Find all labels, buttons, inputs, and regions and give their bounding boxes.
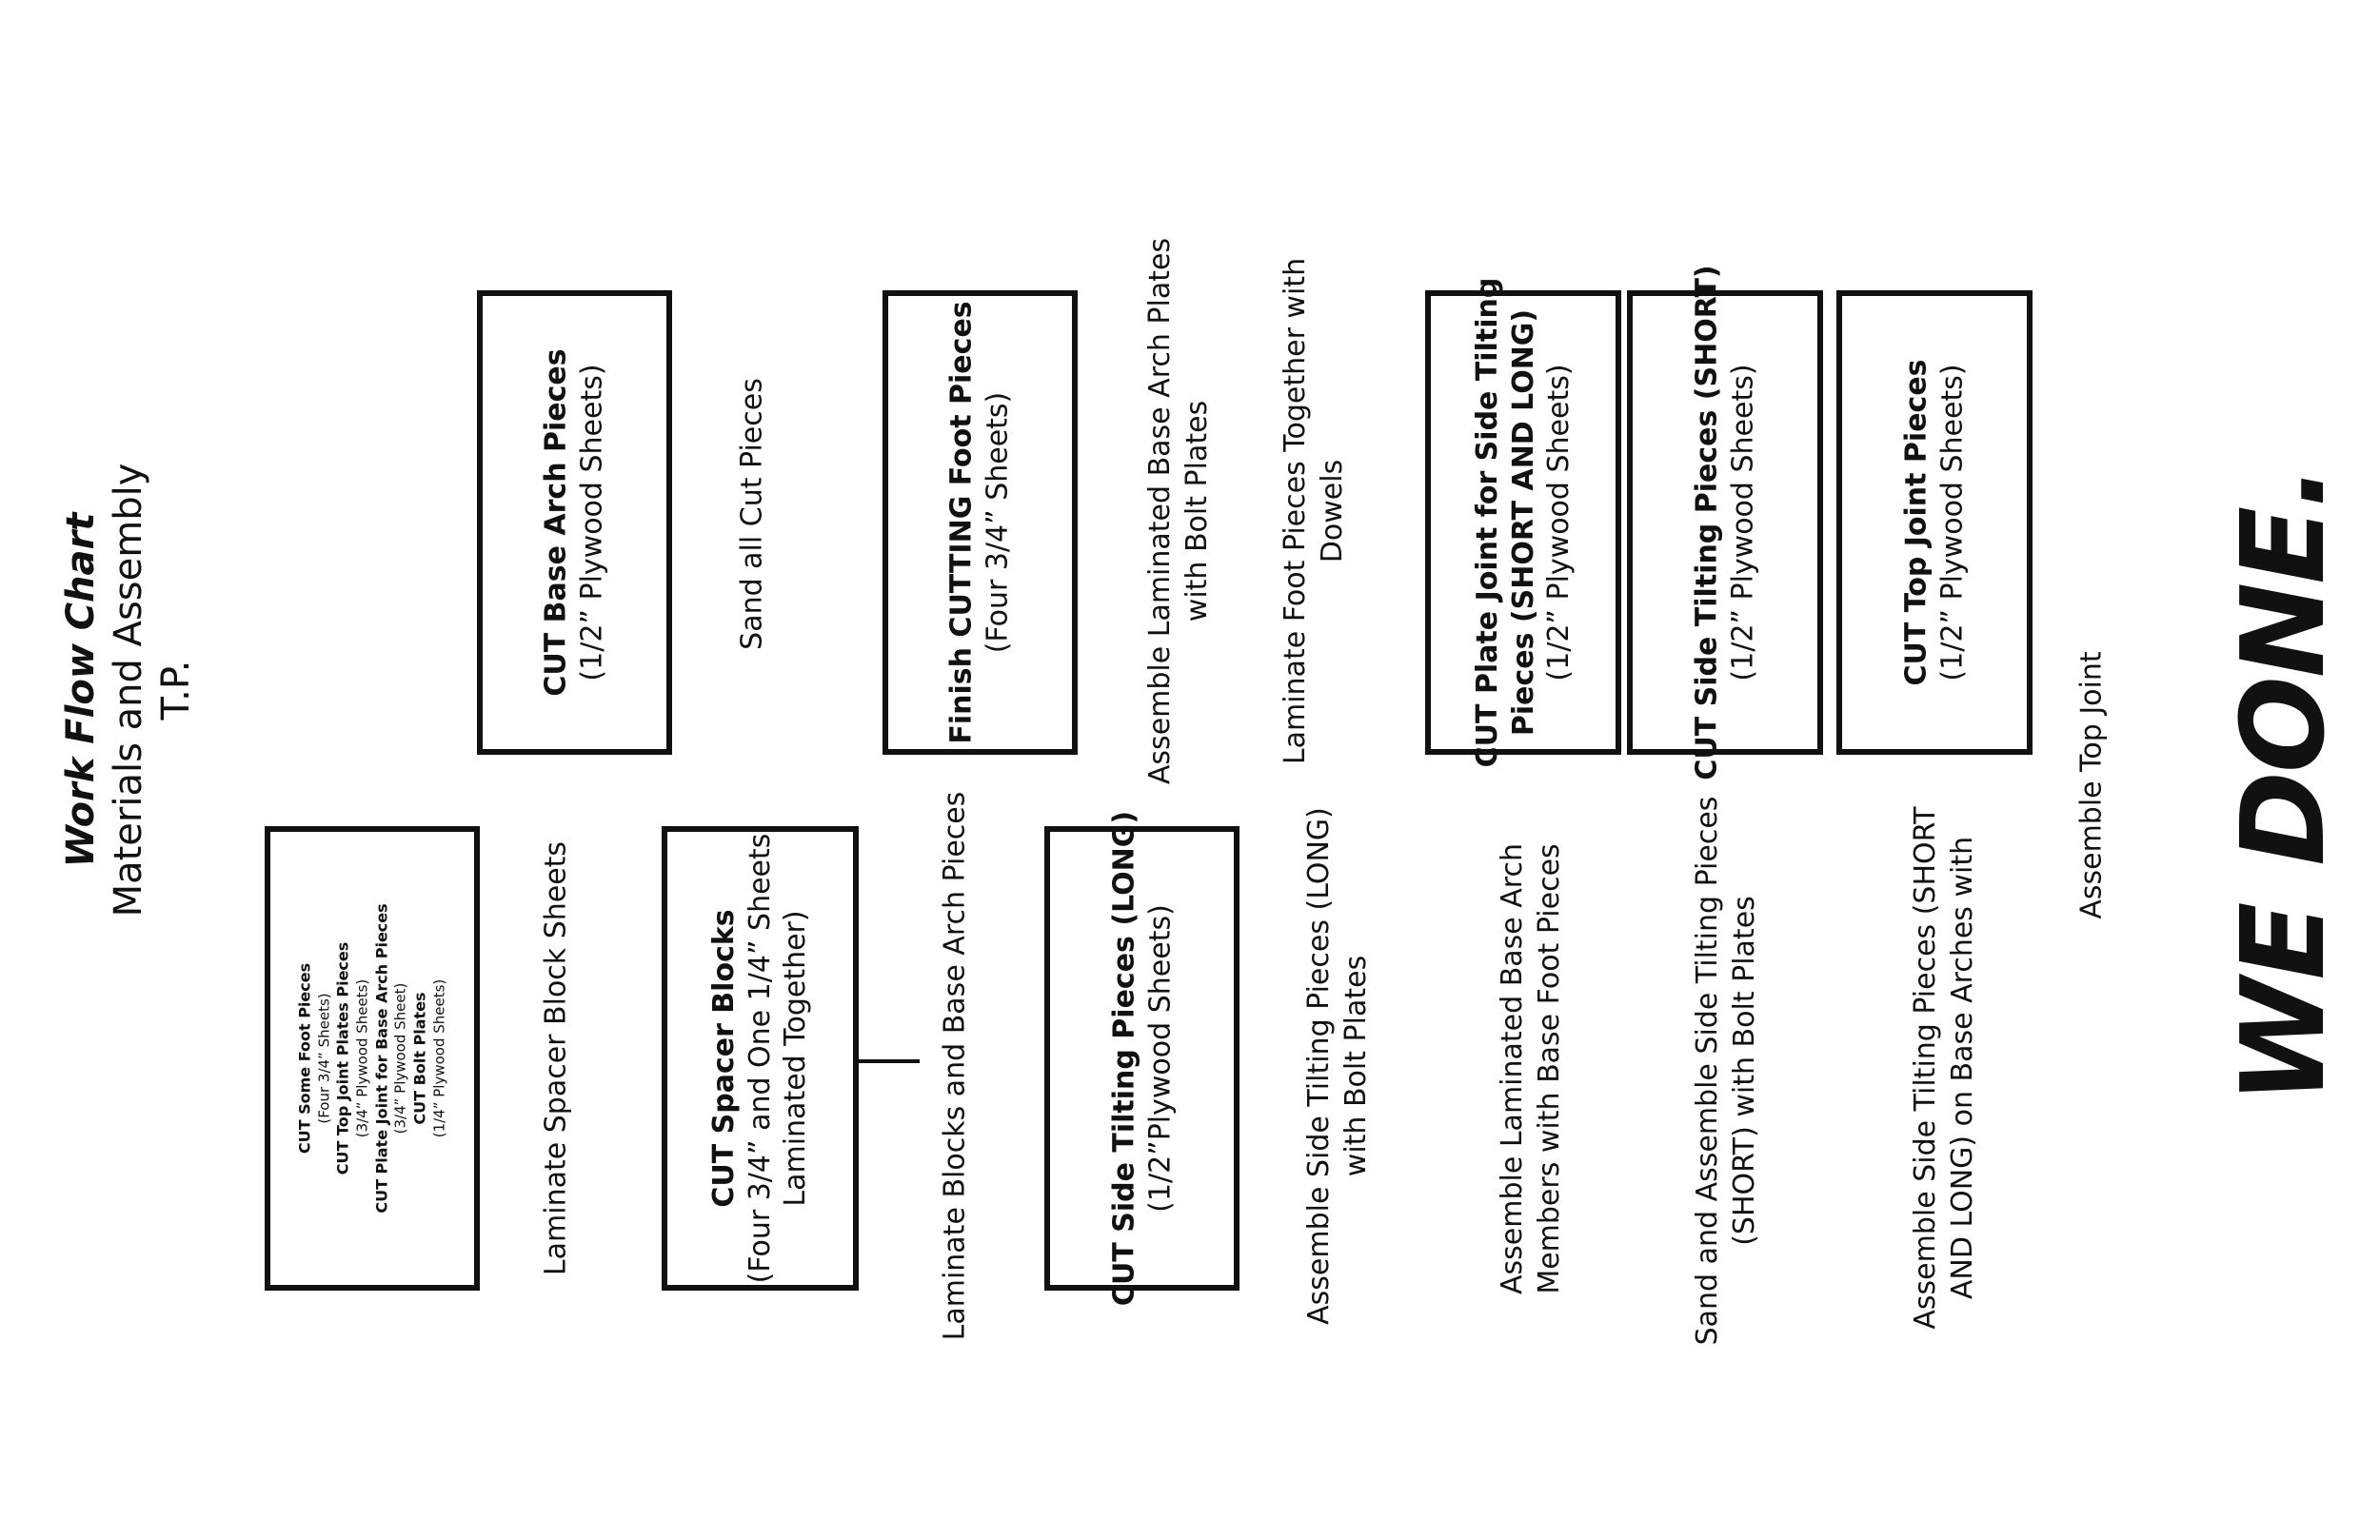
step-box-cut-some	[265, 826, 480, 1291]
connector-line	[857, 1059, 920, 1063]
cut-spacer-detail-1: (Four 3/4” and One 1/4” Sheets	[743, 833, 777, 1284]
sand-assemble-short-line-2: (SHORT) with Bolt Plates	[1728, 896, 1761, 1246]
assemble-top-text: Assemble Top Joint	[2074, 651, 2109, 919]
cut-side-short-detail: (1/2” Plywood Sheets)	[1726, 364, 1759, 681]
assemble-base-plates-line-1: Assemble Laminated Base Arch Plates	[1143, 237, 1177, 785]
cut-some-line-5: CUT Plate Joint for Base Arch Pieces	[372, 903, 390, 1214]
step-assemble-top: Assemble Top Joint	[2073, 651, 2111, 918]
assemble-side-arches-line-1: Assemble Side Tilting Pieces (SHORT	[1909, 806, 1942, 1330]
chart-title: Work Flow Chart	[59, 512, 103, 868]
step-box-cut-base-arch	[477, 290, 672, 755]
finish-foot-detail: (Four 3/4” Sheets)	[981, 391, 1014, 654]
cut-plate-joint-title-1: CUT Plate Joint for Side Tilting	[1470, 277, 1504, 768]
cut-plate-joint-title-2: Pieces (SHORT AND LONG)	[1506, 308, 1540, 737]
cut-side-short-title: CUT Side Tilting Pieces (SHORT)	[1690, 265, 1724, 780]
cut-top-joint-title: CUT Top Joint Pieces	[1899, 359, 1934, 686]
step-text-cut-plate-joint: CUT Plate Joint for Side Tilting Pieces …	[1470, 278, 1577, 768]
step-text-cut-spacer: CUT Spacer Blocks (Four 3/4” and One 1/4…	[706, 834, 814, 1284]
step-text-cut-some: CUT Some Foot Pieces (Four 3/4” Sheets) …	[295, 903, 448, 1213]
cut-some-line-8: (1/4” Plywood Sheets)	[430, 978, 448, 1138]
step-text-cut-base-arch: CUT Base Arch Pieces (1/2” Plywood Sheet…	[539, 348, 610, 696]
step-assemble-side-arches: Assemble Side Tilting Pieces (SHORT AND …	[1907, 806, 1981, 1329]
cut-spacer-detail-2: Laminated Together)	[778, 910, 812, 1207]
step-laminate-spacer: Laminate Spacer Block Sheets	[538, 841, 575, 1275]
cut-some-line-6: (3/4” Plywood Sheet)	[391, 982, 409, 1135]
step-box-cut-top-joint	[1836, 290, 2033, 755]
assemble-side-long-line-2: with Bolt Plates	[1339, 955, 1373, 1177]
cut-spacer-title: CUT Spacer Blocks	[706, 909, 741, 1208]
cut-some-line-3: CUT Top Joint Plates Pieces	[333, 941, 352, 1175]
assemble-members-line-2: Members with Base Foot Pieces	[1533, 843, 1566, 1294]
closing-text: WE DONE.	[2213, 466, 2356, 1104]
chart-author: T.P.	[154, 660, 198, 721]
step-text-cut-top-joint: CUT Top Joint Pieces (1/2” Plywood Sheet…	[1899, 359, 1971, 685]
cut-side-long-title: CUT Side Tilting Pieces (LONG)	[1107, 810, 1141, 1307]
step-box-cut-side-short	[1627, 290, 1823, 755]
step-assemble-members: Assemble Laminated Base Arch Members wit…	[1494, 843, 1568, 1294]
step-laminate-blocks: Laminate Blocks and Base Arch Pieces	[937, 792, 974, 1341]
cut-side-long-detail: (1/2”Plywood Sheets)	[1143, 904, 1177, 1213]
assemble-side-long-line-1: Assemble Side Tilting Pieces (LONG)	[1302, 807, 1336, 1325]
step-sand-all: Sand all Cut Pieces	[734, 378, 771, 650]
step-sand-assemble-short: Sand and Assemble Side Tilting Pieces (S…	[1689, 797, 1763, 1346]
chart-subtitle: Materials and Assembly	[107, 463, 150, 918]
step-text-finish-foot: Finish CUTTING Foot Pieces (Four 3/4” Sh…	[944, 301, 1016, 743]
assemble-base-plates-line-2: with Bolt Plates	[1180, 400, 1214, 622]
chart-title-block: Work Flow Chart Materials and Assembly T…	[57, 464, 200, 918]
closing-label: WE DONE.	[2218, 466, 2350, 1104]
cut-top-joint-detail: (1/2” Plywood Sheets)	[1935, 364, 1969, 681]
step-box-cut-spacer	[662, 826, 859, 1291]
assemble-side-arches-line-2: AND LONG) on Base Arches with	[1946, 836, 1979, 1300]
laminate-foot-line-1: Laminate Foot Pieces Together with	[1279, 257, 1312, 765]
step-box-cut-plate-joint	[1425, 290, 1621, 755]
laminate-spacer-text: Laminate Spacer Block Sheets	[539, 840, 573, 1276]
assemble-members-line-1: Assemble Laminated Base Arch	[1496, 843, 1529, 1294]
cut-base-arch-title: CUT Base Arch Pieces	[539, 348, 573, 697]
laminate-blocks-text: Laminate Blocks and Base Arch Pieces	[938, 791, 972, 1341]
laminate-foot-line-2: Dowels	[1316, 459, 1349, 563]
cut-some-line-7: CUT Bolt Plates	[410, 992, 429, 1125]
cut-some-line-4: (3/4” Plywood Sheets)	[353, 978, 371, 1138]
step-text-cut-side-long: CUT Side Tilting Pieces (LONG) (1/2”Plyw…	[1107, 811, 1179, 1306]
sand-all-text: Sand all Cut Pieces	[735, 378, 769, 650]
cut-plate-joint-detail: (1/2” Plywood Sheets)	[1541, 364, 1576, 681]
step-box-cut-side-long	[1044, 826, 1240, 1291]
step-assemble-side-long: Assemble Side Tilting Pieces (LONG) with…	[1300, 807, 1375, 1325]
step-laminate-foot: Laminate Foot Pieces Together with Dowel…	[1277, 258, 1351, 764]
step-assemble-base-plates: Assemble Laminated Base Arch Plates with…	[1141, 238, 1216, 784]
step-box-finish-foot	[883, 290, 1078, 755]
sand-assemble-short-line-1: Sand and Assemble Side Tilting Pieces	[1691, 796, 1724, 1346]
cut-some-line-2: (Four 3/4” Sheets)	[315, 993, 333, 1124]
step-text-cut-side-short: CUT Side Tilting Pieces (SHORT) (1/2” Pl…	[1690, 265, 1761, 780]
cut-base-arch-detail: (1/2” Plywood Sheets)	[575, 364, 608, 681]
cut-some-line-1: CUT Some Foot Pieces	[295, 962, 314, 1155]
finish-foot-title: Finish CUTTING Foot Pieces	[944, 301, 979, 744]
